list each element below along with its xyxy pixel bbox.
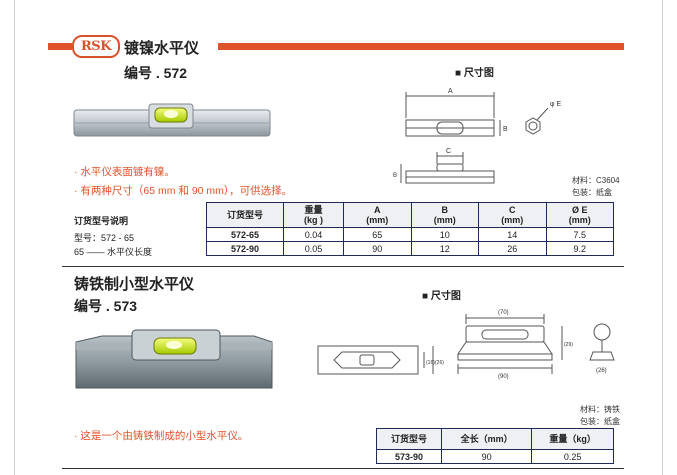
dim-label-16: (16) <box>426 360 435 366</box>
section-divider <box>62 266 624 267</box>
page-border-left <box>14 0 15 475</box>
table-cell: 12 <box>410 241 479 256</box>
product-572-material: 材料：C3604 <box>572 176 620 185</box>
table-cell: 573-90 <box>376 449 442 464</box>
dim-label-b-side: B <box>393 173 397 179</box>
order-note-heading: 订货型号说明 <box>74 216 129 226</box>
dim-label-26-side: (26) <box>596 368 607 374</box>
table-header-cell: 订货型号 <box>206 202 284 228</box>
dim-label-b: B <box>503 126 508 133</box>
order-note-line1: 型号：572 - 65 <box>74 233 135 243</box>
table-cell: 26 <box>478 241 547 256</box>
table-cell: 10 <box>410 227 479 242</box>
table-header-cell: C(mm) <box>478 202 547 228</box>
product-573-model: 编号 . 573 <box>74 298 138 314</box>
product-572-dimension-heading: ■ 尺寸图 <box>455 68 494 79</box>
product-572-model: 编号 . 572 <box>124 65 188 81</box>
product-572-spec-table: 订货型号 重量(kg ) A(mm) B(mm) C(mm) Ø E(mm) 5… <box>206 202 614 256</box>
table-header-cell: 重量(kg ) <box>283 202 344 228</box>
table-cell: 0.25 <box>531 449 614 464</box>
table-cell: 9.2 <box>545 241 614 256</box>
table-header-cell: 订货型号 <box>376 428 442 450</box>
order-note-line2: 65 —— 水平仪长度 <box>74 247 153 257</box>
table-row: 572-65 0.04 65 10 14 7.5 <box>206 227 614 242</box>
product-573-packaging: 包装：纸盒 <box>580 417 620 426</box>
product-573-title: 铸铁制小型水平仪 <box>74 276 195 293</box>
dim-label-c: C <box>446 148 451 155</box>
dim-label-a: A <box>448 88 453 95</box>
dim-label-26: (26) <box>435 360 444 366</box>
table-header-cell: A(mm) <box>343 202 412 228</box>
header-stripe-left <box>48 43 72 50</box>
table-cell: 14 <box>478 227 547 242</box>
table-cell: 0.05 <box>283 241 344 256</box>
product-572-bullet-1: · 水平仪表面镀有镍。 <box>74 166 175 178</box>
table-row: 573-90 90 0.25 <box>376 449 614 464</box>
table-header-cell: 全长（mm） <box>440 428 533 450</box>
product-573-dimension-drawing: (70) (90) (16) (26) (29) (26) <box>317 310 615 380</box>
product-572-packaging: 包装：纸盒 <box>572 188 612 197</box>
product-573-photo <box>75 329 273 389</box>
table-row: 572-90 0.05 90 12 26 9.2 <box>206 241 614 256</box>
table-cell: 0.04 <box>283 227 344 242</box>
product-573-bullet: · 这是一个由铸铁制成的小型水平仪。 <box>74 430 249 442</box>
table-cell: 90 <box>343 241 412 256</box>
product-573-material: 材料：铸铁 <box>580 405 620 414</box>
product-573-dimension-heading: ■ 尺寸图 <box>422 291 461 302</box>
product-572-bullet-2: · 有两种尺寸（65 mm 和 90 mm），可供选择。 <box>74 185 293 197</box>
table-cell: 7.5 <box>545 227 614 242</box>
dim-label-90: (90) <box>498 374 509 380</box>
table-cell: 572-65 <box>206 227 284 242</box>
table-cell: 65 <box>343 227 412 242</box>
table-header-cell: 重量（kg） <box>531 428 614 450</box>
product-572-title: 镀镍水平仪 <box>124 40 200 57</box>
product-572-dimension-drawing: A B C φ E B <box>393 88 561 184</box>
dim-label-e: φ E <box>550 101 561 108</box>
table-header-row: 订货型号 全长（mm） 重量（kg） <box>376 428 614 450</box>
table-header-row: 订货型号 重量(kg ) A(mm) B(mm) C(mm) Ø E(mm) <box>206 202 614 228</box>
bottom-divider <box>62 468 624 469</box>
header-stripe-right <box>218 43 624 50</box>
page-border-right <box>662 0 663 475</box>
dim-label-29: (29) <box>564 342 573 348</box>
table-header-cell: Ø E(mm) <box>545 202 614 228</box>
table-cell: 90 <box>440 449 533 464</box>
product-572-photo <box>73 103 271 137</box>
product-573-spec-table: 订货型号 全长（mm） 重量（kg） 573-90 90 0.25 <box>376 428 614 464</box>
dim-label-70: (70) <box>498 310 509 316</box>
table-header-cell: B(mm) <box>410 202 479 228</box>
rsk-logo: RSK <box>72 35 120 58</box>
table-cell: 572-90 <box>206 241 284 256</box>
